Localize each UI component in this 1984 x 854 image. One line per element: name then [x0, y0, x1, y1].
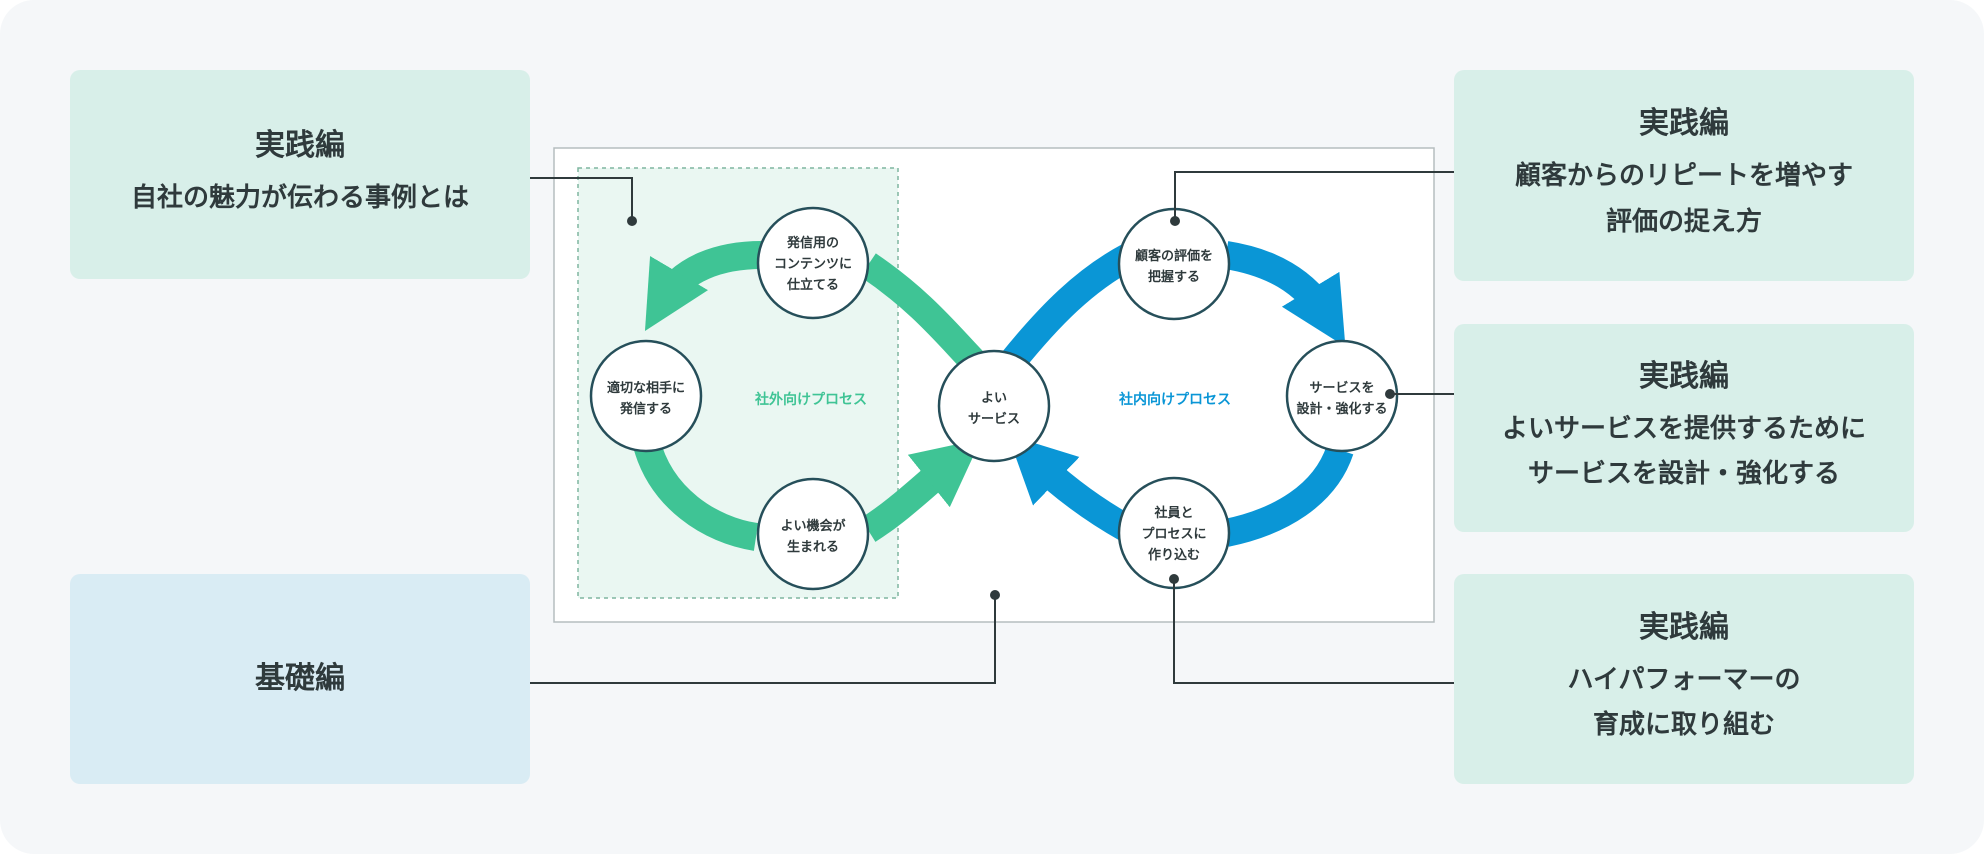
card-practice-appeal-cases: 実践編 自社の魅力が伝わる事例とは: [70, 70, 530, 279]
flow-arrow-blue: [1223, 241, 1346, 347]
card-title: 実践編: [1639, 358, 1729, 394]
flow-arrow-blue: [1007, 434, 1133, 541]
flow-arrow-green: [632, 437, 759, 551]
leader-line: [530, 595, 996, 684]
node-label: 発信用の: [786, 235, 839, 251]
card-practice-service-design: 実践編 よいサービスを提供するために サービスを設計・強化する: [1454, 324, 1914, 532]
node-label: 仕立てる: [786, 277, 839, 293]
node-embed-in-people-process: 社員と プロセスに 作り込む: [1117, 476, 1231, 590]
leader-line: [1173, 579, 1454, 684]
node-label: よい: [981, 391, 1007, 406]
card-body-line: 評価の捉え方: [1605, 206, 1762, 237]
node-capture-evaluation: 顧客の評価を 把握する: [1117, 207, 1231, 321]
leader-dot: [627, 216, 637, 226]
node-label: 生まれる: [787, 539, 839, 555]
node-label: 作り込む: [1148, 547, 1200, 563]
card-practice-repeat-evaluation: 実践編 顧客からのリピートを増やす 評価の捉え方: [1454, 70, 1914, 281]
card-body: ハイパフォーマーの 育成に取り組む: [1568, 658, 1801, 749]
leader-dot: [1385, 389, 1395, 399]
card-title: 実践編: [1639, 609, 1729, 645]
flow-arrow-blue: [1223, 444, 1354, 547]
node-label: 設計・強化する: [1296, 401, 1387, 417]
card-body-line: ハイパフォーマーの: [1567, 664, 1801, 695]
node-deliver-to-right-people: 適切な相手に 発信する: [589, 339, 703, 453]
node-design-service: サービスを 設計・強化する: [1285, 339, 1399, 453]
node-label: 適切な相手に: [607, 380, 685, 396]
flow-arrow-blue: [1001, 244, 1135, 371]
leader-line: [530, 177, 633, 221]
card-practice-high-performer: 実践編 ハイパフォーマーの 育成に取り組む: [1454, 574, 1914, 784]
card-title: 実践編: [255, 127, 345, 163]
external-process-label: 社外向けプロセス: [754, 391, 867, 408]
card-title: 実践編: [1639, 106, 1729, 141]
node-label: よい機会が: [780, 518, 845, 534]
card-body-line: よいサービスを提供するために: [1501, 413, 1866, 444]
node-label: 社員と: [1153, 505, 1193, 521]
card-body: 顧客からのリピートを増やす 評価の捉え方: [1515, 154, 1853, 245]
leader-line: [1174, 171, 1454, 221]
card-body-line: 自社の魅力が伝わる事例とは: [130, 182, 469, 213]
flow-arrow-green: [644, 241, 763, 331]
card-body-line: サービスを設計・強化する: [1527, 459, 1840, 489]
node-label: 把握する: [1148, 269, 1200, 285]
node-create-content: 発信用の コンテンツに 仕立てる: [756, 206, 870, 320]
flow-arrow-green: [860, 439, 982, 542]
card-body: よいサービスを提供するために サービスを設計・強化する: [1502, 407, 1866, 498]
card-body-line: 顧客からのリピートを増やす: [1514, 161, 1853, 191]
card-title: 基礎編: [255, 661, 345, 696]
node-label: プロセスに: [1141, 527, 1206, 542]
card-body: 自社の魅力が伝わる事例とは: [131, 176, 469, 222]
node-good-opportunity: よい機会が 生まれる: [756, 477, 870, 591]
node-label: 顧客の評価を: [1135, 248, 1213, 264]
flow-arrow-green: [860, 253, 985, 372]
internal-process-label: 社内向けプロセス: [1118, 391, 1231, 408]
node-good-service: よい サービス: [937, 349, 1051, 463]
node-label: サービス: [968, 411, 1020, 427]
leader-dot: [1169, 574, 1179, 584]
node-label: コンテンツに: [774, 257, 852, 272]
leader-dot: [990, 590, 1000, 600]
node-label: 発信する: [619, 401, 672, 417]
node-label: サービスを: [1309, 380, 1374, 396]
card-basics: 基礎編: [70, 574, 530, 784]
card-body-line: 育成に取り組む: [1592, 710, 1775, 740]
leader-dot: [1170, 216, 1180, 226]
